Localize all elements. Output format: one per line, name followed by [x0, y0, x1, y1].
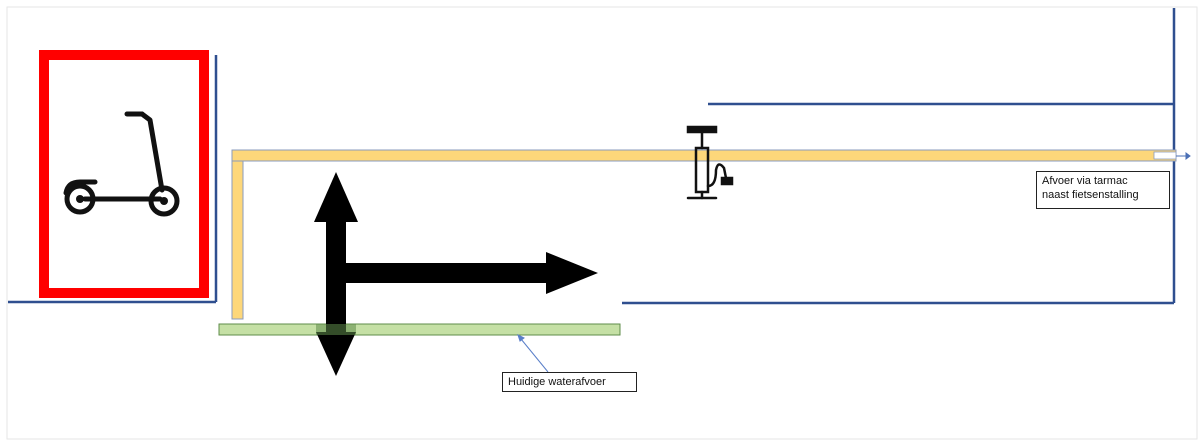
- arrow-down-head: [316, 332, 356, 376]
- gutter-outlet: [1153, 151, 1177, 160]
- arrow-horizontal-shaft: [346, 263, 548, 283]
- huidige-label-text: Huidige waterafvoer: [508, 376, 606, 388]
- gutter-vertical: [231, 160, 244, 320]
- label-leader: [517, 334, 549, 373]
- drain-overlap: [316, 324, 356, 335]
- scooter-sign-border: [39, 50, 209, 298]
- gutter-horizontal: [231, 149, 1177, 162]
- bicycle-pump-icon: [686, 125, 734, 200]
- building-walls: [8, 8, 1176, 305]
- arrow-up-head: [314, 172, 358, 222]
- outlet-arrow: [1176, 152, 1191, 160]
- afvoer-label-line1: Afvoer via tarmac: [1042, 175, 1128, 187]
- arrow-vertical-shaft: [326, 218, 346, 336]
- arrow-right-head: [546, 252, 598, 294]
- direction-arrows: [314, 172, 598, 376]
- scooter-wheel-hubs: [76, 195, 168, 205]
- huidige-label: Huidige waterafvoer: [502, 372, 637, 392]
- afvoer-label: Afvoer via tarmac naast fietsenstalling: [1036, 171, 1170, 209]
- kick-scooter-icon: [63, 111, 180, 217]
- afvoer-label-line2: naast fietsenstalling: [1042, 189, 1139, 201]
- green-drain: [218, 323, 621, 336]
